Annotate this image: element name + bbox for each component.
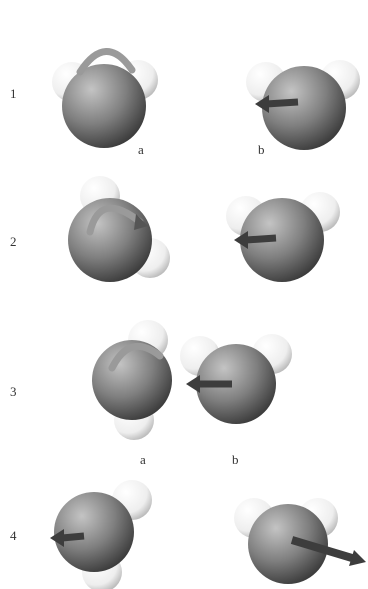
molecule-2a (68, 176, 170, 282)
molecule-3b (180, 334, 292, 424)
label-3b: b (232, 452, 239, 468)
row-number-4: 4 (10, 528, 17, 544)
molecule-1b (246, 60, 360, 150)
molecule-4b (234, 498, 366, 584)
label-1a: a (138, 142, 144, 158)
oxygen-atom (262, 66, 346, 150)
row-number-1: 1 (10, 86, 17, 102)
label-3a: a (140, 452, 146, 468)
molecule-4a (50, 480, 152, 589)
molecule-2b (226, 192, 340, 282)
oxygen-atom (62, 64, 146, 148)
molecule-3a (92, 320, 172, 440)
row-number-2: 2 (10, 234, 17, 250)
oxygen-atom (54, 492, 134, 572)
molecule-1a (52, 51, 158, 148)
row-number-3: 3 (10, 384, 17, 400)
label-1b: b (258, 142, 265, 158)
